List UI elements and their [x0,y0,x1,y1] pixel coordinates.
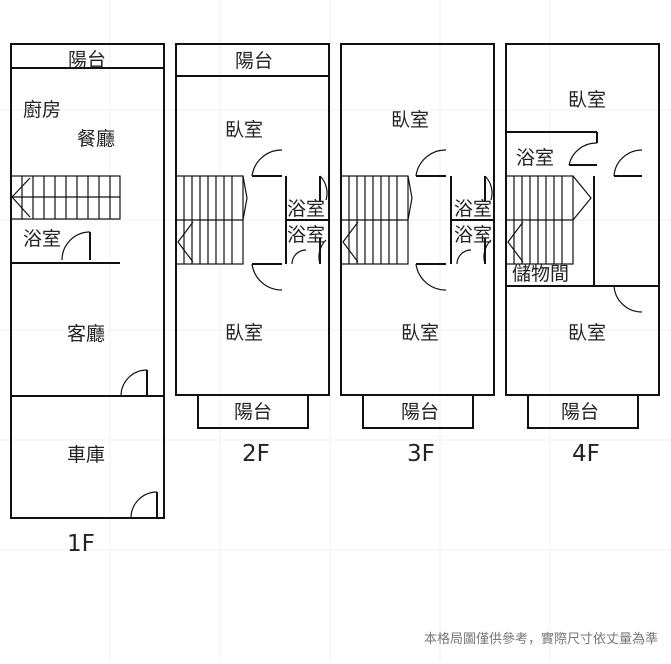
floor-2f-bath-2-label: 浴室 [287,224,325,246]
floor-3f-title: 3F [407,441,435,467]
floor-3f-doors [415,149,493,291]
floor-4f-plan: 臥室 浴室 儲物間 臥室 陽台 4F [505,43,660,467]
floor-4f-bedroom-front-label: 臥室 [568,89,606,111]
floor-2f-balcony-bottom-label: 陽台 [234,401,272,423]
disclaimer-note: 本格局圖僅供參考，實際尺寸依丈量為準 [424,631,658,647]
floor-2f-plan: 陽台 臥室 浴室 浴室 臥室 陽台 2F [175,43,330,467]
floor-2f-title: 2F [242,441,270,467]
floor-3f-balcony-label: 陽台 [401,401,439,423]
floor-1f-stairs [10,175,121,220]
floor-1f-doors [61,231,158,519]
floor-1f-balcony-label: 陽台 [68,49,106,71]
floor-1f-plan: 陽台 廚房 餐廳 浴室 客廳 車庫 1F [10,43,165,557]
floor-3f-bedroom-back-label: 臥室 [401,322,439,344]
floor-2f-balcony-top-label: 陽台 [235,50,273,72]
floor-2f-bedroom-front-label: 臥室 [225,119,263,141]
floor-4f-bedroom-back-label: 臥室 [568,322,606,344]
floor-2f-bath-1-label: 浴室 [287,198,325,220]
floor-1f-garage-label: 車庫 [67,444,105,466]
floor-3f-stairs [340,175,413,265]
floor-2f-bedroom-back-label: 臥室 [225,322,263,344]
floor-4f-doors [568,142,643,313]
floor-4f-bath-label: 浴室 [516,147,554,169]
floor-1f-title: 1F [67,531,95,557]
floor-1f-living-label: 客廳 [67,323,105,345]
floor-3f-bath-2-label: 浴室 [454,224,492,246]
floor-4f-storage-label: 儲物間 [512,263,569,285]
floor-4f-stairs [505,175,592,265]
floor-2f-doors [251,149,328,291]
floor-3f-bedroom-front-label: 臥室 [391,109,429,131]
floor-3f-plan: 臥室 浴室 浴室 臥室 陽台 3F [340,43,495,467]
floor-3f-bath-1-label: 浴室 [454,198,492,220]
floor-2f-stairs [175,175,248,265]
floor-1f-bath-label: 浴室 [23,228,61,250]
floor-1f-dining-label: 餐廳 [77,128,115,150]
floor-1f-kitchen-label: 廚房 [23,98,61,121]
floor-4f-title: 4F [572,441,600,467]
floor-4f-balcony-label: 陽台 [561,401,599,423]
